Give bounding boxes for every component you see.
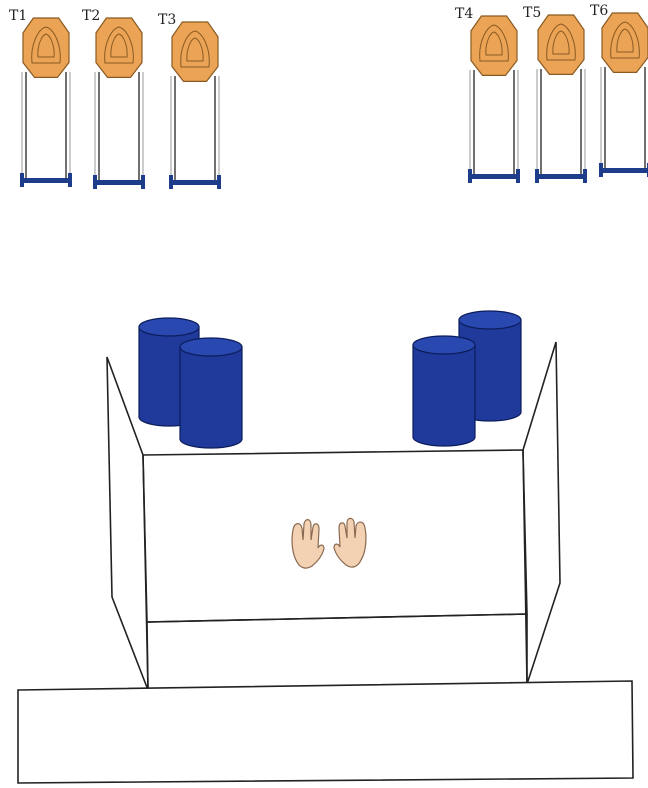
target-t3: T3 bbox=[158, 12, 221, 189]
stand-base bbox=[535, 174, 587, 179]
target-zone-outer bbox=[610, 21, 640, 59]
target-zone-inner bbox=[110, 33, 128, 58]
stand-foot-right bbox=[68, 173, 72, 187]
target-zone-inner bbox=[552, 30, 570, 55]
stand-base bbox=[93, 180, 145, 185]
target-zone-outer bbox=[180, 30, 210, 68]
barrels-layer bbox=[138, 310, 522, 449]
barrel-icon bbox=[412, 335, 476, 447]
target-zone-inner bbox=[37, 33, 55, 58]
target-label: T3 bbox=[158, 12, 176, 28]
target-t6: T6 bbox=[590, 3, 648, 177]
target-t2: T2 bbox=[82, 8, 145, 189]
barrel-top bbox=[179, 337, 243, 357]
barrel-body bbox=[412, 344, 476, 447]
panel-divider-line bbox=[146, 613, 528, 623]
stand-base bbox=[468, 174, 520, 179]
stand-foot-left bbox=[535, 169, 539, 183]
stand-foot-right bbox=[141, 175, 145, 189]
hands-icon bbox=[291, 517, 367, 569]
barrel-body bbox=[179, 346, 243, 449]
target-zone-outer bbox=[546, 23, 576, 61]
stand-foot-left bbox=[93, 175, 97, 189]
targets-layer: T1 T2 T3 T4 T5 T6 bbox=[9, 3, 648, 189]
target-label: T5 bbox=[523, 5, 541, 21]
right-wing-panel bbox=[522, 341, 561, 685]
target-zone-inner bbox=[186, 37, 204, 62]
stand-foot-left bbox=[20, 173, 24, 187]
target-zone-inner bbox=[485, 31, 503, 56]
left-hand-icon bbox=[291, 519, 325, 569]
target-t1: T1 bbox=[9, 8, 72, 187]
front-panel bbox=[142, 449, 528, 623]
target-label: T1 bbox=[9, 8, 27, 24]
barrel-top bbox=[412, 335, 476, 355]
barrel-top bbox=[458, 310, 522, 330]
barrel-top bbox=[138, 317, 200, 337]
stand-foot-left bbox=[599, 163, 603, 177]
target-zone-outer bbox=[479, 24, 509, 62]
right-hand-icon bbox=[333, 517, 367, 568]
stand-base bbox=[169, 180, 221, 185]
stand-foot-right bbox=[516, 169, 520, 183]
stand-base bbox=[599, 168, 648, 173]
barrel-icon bbox=[179, 337, 243, 449]
stand-foot-left bbox=[468, 169, 472, 183]
base-table bbox=[17, 680, 634, 784]
stand-foot-right bbox=[217, 175, 221, 189]
target-zone-outer bbox=[104, 26, 134, 64]
target-zone-outer bbox=[31, 26, 61, 64]
target-label: T2 bbox=[82, 8, 100, 24]
target-t5: T5 bbox=[523, 5, 587, 183]
target-label: T4 bbox=[455, 6, 473, 22]
target-t4: T4 bbox=[455, 6, 520, 183]
stand-foot-right bbox=[583, 169, 587, 183]
target-label: T6 bbox=[590, 3, 608, 19]
target-zone-inner bbox=[616, 28, 634, 53]
stand-foot-left bbox=[169, 175, 173, 189]
stand-base bbox=[20, 178, 72, 183]
panel-lower-left-edge bbox=[146, 621, 149, 691]
